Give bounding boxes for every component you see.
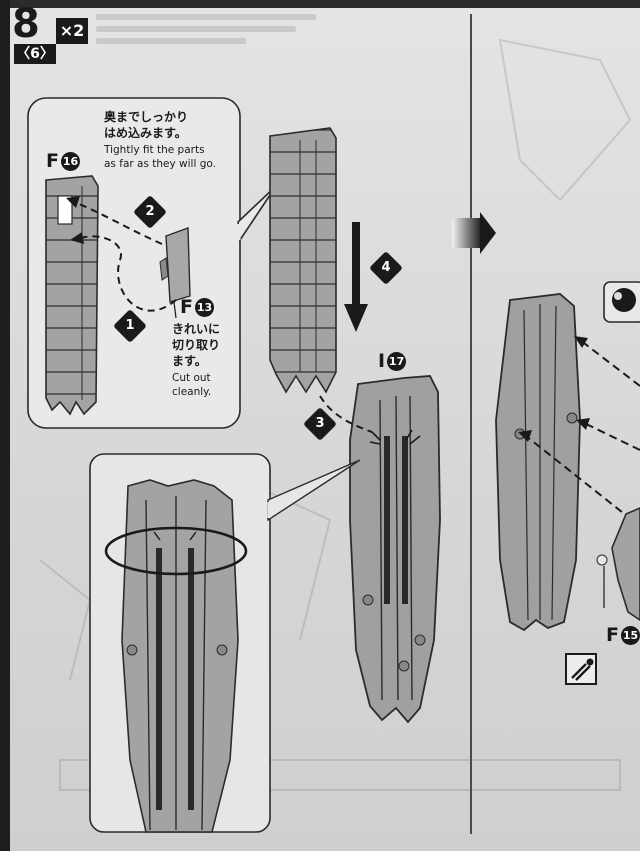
step-badge-1: 1 — [113, 309, 147, 343]
cut-note-jp-line-3: ます。 — [172, 354, 207, 368]
cut-note-jp-line-2: 切り取り — [172, 338, 221, 352]
step-number: 8 — [12, 1, 40, 47]
step-badge-3: 3 — [303, 407, 337, 441]
callout-jp-line-2: はめ込みます。 — [104, 126, 187, 140]
insertion-arrows-f16 — [73, 201, 177, 312]
cut-note-en-line-2: cleanly. — [172, 386, 212, 398]
insertion-arrows-right — [525, 339, 640, 521]
part-assembled-right — [495, 293, 581, 632]
down-arrow-step-4 — [344, 222, 368, 332]
part-long-rail-top — [269, 127, 337, 394]
cut-note-en-line-1: Cut out — [172, 372, 211, 384]
zoomed-part-detail — [104, 479, 248, 833]
faint-background-text — [96, 8, 336, 48]
header-bar — [0, 0, 640, 8]
nipper-tool-icon — [565, 653, 597, 685]
step-badge-4: 4 — [369, 251, 403, 285]
part-f13 — [159, 227, 191, 303]
sub-step-number: 〈6〉 — [14, 44, 56, 64]
step-badge-2: 2 — [133, 195, 167, 229]
column-divider — [470, 14, 472, 834]
part-i17 — [349, 375, 441, 724]
part-f16 — [45, 175, 99, 416]
left-edge-bar — [0, 0, 10, 851]
round-peg-icon — [603, 281, 640, 323]
callout-jp-line-1: 奥までしっかり — [104, 110, 189, 124]
cut-note-jp-line-1: きれいに — [172, 322, 221, 336]
callout-en-line-1: Tightly fit the parts — [104, 144, 205, 156]
part-f15 — [596, 507, 640, 621]
quantity-badge: ×2 — [56, 18, 88, 44]
callout-en-line-2: as far as they will go. — [104, 158, 216, 170]
arrow-right-icon — [452, 212, 496, 254]
fit-marks — [369, 429, 421, 445]
